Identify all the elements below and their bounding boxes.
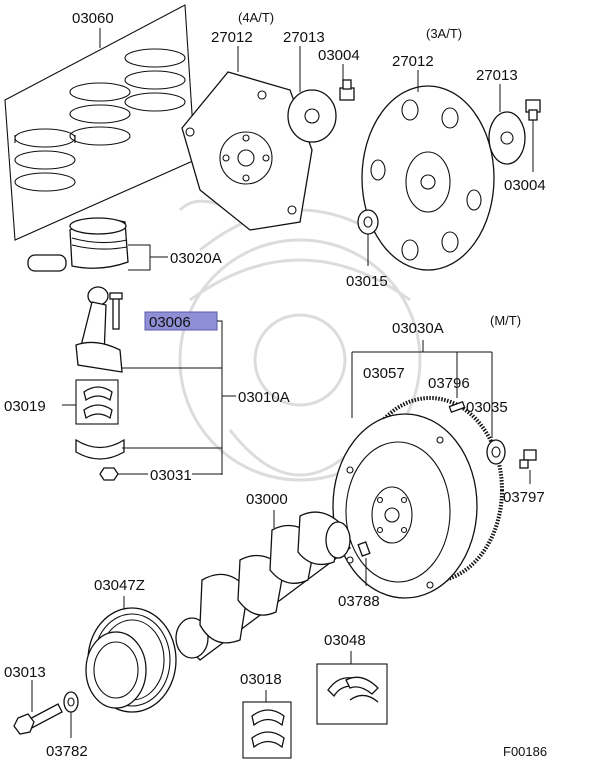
label-03004-4at: 03004 (318, 47, 360, 64)
label-03006: 03006 (149, 314, 191, 331)
label-03060: 03060 (72, 10, 114, 27)
label-03782: 03782 (46, 743, 88, 760)
label-03013: 03013 (4, 664, 46, 681)
main-bearing-03018[interactable] (242, 701, 292, 759)
pulley-bolt-03013[interactable] (13, 703, 63, 735)
label-03035: 03035 (466, 399, 508, 416)
label-03797: 03797 (503, 489, 545, 506)
rod-cap[interactable] (75, 438, 125, 460)
label-03057: 03057 (363, 365, 405, 382)
rod-nut[interactable] (99, 467, 119, 481)
label-03031: 03031 (150, 467, 192, 484)
flywheel-bolt-03797[interactable] (519, 449, 537, 469)
pilot-bushing-03015[interactable] (357, 209, 379, 235)
label-03000: 03000 (246, 491, 288, 508)
dowel-pin-03796[interactable] (448, 400, 466, 414)
label-03047z: 03047Z (94, 577, 145, 594)
label-variant-3at: (3A/T) (426, 26, 462, 41)
dowel-pin-03788[interactable] (357, 541, 371, 557)
label-27013-4at: 27013 (283, 29, 325, 46)
label-03015: 03015 (346, 273, 388, 290)
label-03018: 03018 (240, 671, 282, 688)
label-27012-4at: 27012 (211, 29, 253, 46)
flywheel[interactable] (332, 413, 478, 599)
pilot-bearing-03035[interactable] (486, 439, 506, 465)
label-03019: 03019 (4, 398, 46, 415)
label-03004-3at: 03004 (504, 177, 546, 194)
label-03010a: 03010A (238, 389, 290, 406)
label-27012-3at: 27012 (392, 53, 434, 70)
thrust-bearing-03048[interactable] (316, 663, 388, 725)
crankshaft[interactable] (175, 511, 352, 661)
label-03030a: 03030A (392, 320, 444, 337)
drive-plate-4at[interactable] (181, 71, 313, 231)
label-variant-4at: (4A/T) (238, 10, 274, 25)
adapter-plate-4at[interactable] (287, 89, 337, 143)
label-03788: 03788 (338, 593, 380, 610)
label-variant-mt: (M/T) (490, 313, 521, 328)
figure-code: F00186 (503, 744, 547, 759)
label-03796: 03796 (428, 375, 470, 392)
rod-bearing-03019[interactable] (75, 379, 119, 425)
adapter-plate-3at[interactable] (488, 111, 526, 165)
label-03048: 03048 (324, 632, 366, 649)
label-27013-3at: 27013 (476, 67, 518, 84)
pulley-washer-03782[interactable] (63, 691, 79, 713)
crankshaft-pulley[interactable] (85, 607, 177, 713)
connecting-rod[interactable] (75, 286, 123, 373)
piston[interactable] (27, 217, 129, 272)
piston-rings-set[interactable] (4, 4, 196, 241)
bolt-03004-4at[interactable] (339, 79, 355, 101)
bolt-03004-3at[interactable] (525, 99, 541, 121)
drive-plate-3at[interactable] (361, 85, 495, 271)
label-03020a: 03020A (170, 250, 222, 267)
